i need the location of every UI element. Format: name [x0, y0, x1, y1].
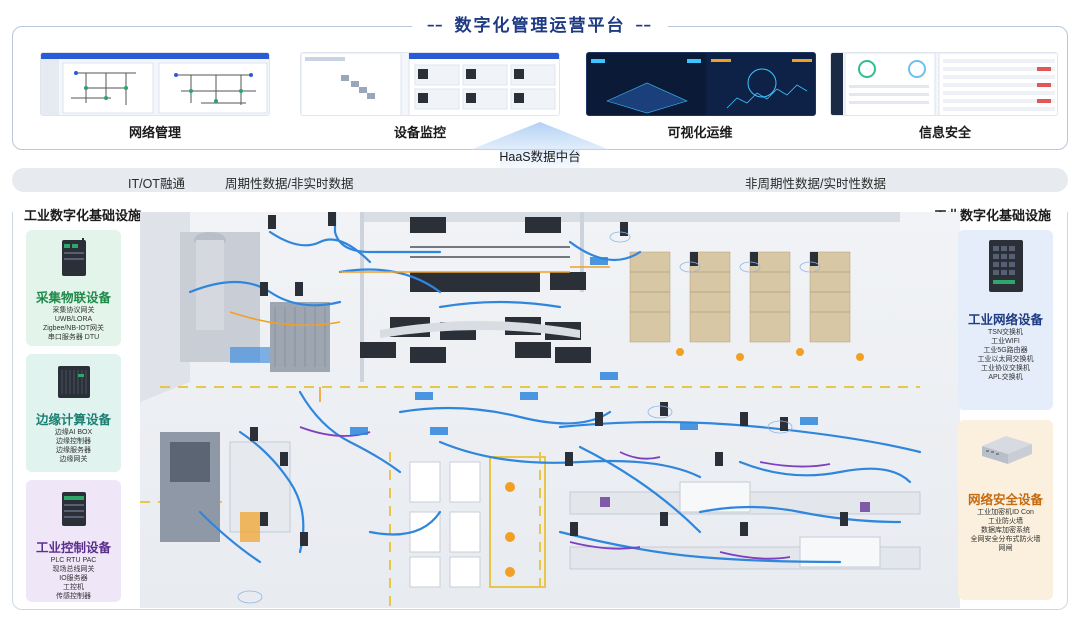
card-security-item: 数据库加密系统	[981, 527, 1030, 534]
visual-ops-dashboard-screenshot[interactable]	[586, 52, 816, 116]
right-infra-title: 工业数字化基础设施	[930, 205, 1056, 224]
security-appliance-icon	[981, 436, 1032, 464]
card-network-item: 工业协议交换机	[981, 365, 1030, 372]
network-topology-screenshot[interactable]	[40, 52, 270, 116]
network-switch-icon	[988, 240, 1023, 292]
card-security-title: 网络安全设备	[967, 493, 1043, 507]
band-it-ot: IT/OT融通	[128, 177, 185, 191]
card-network-security[interactable]: 网络安全设备 工业加密机ID Con 工业防火墙 数据库加密系统 全网安全分布式…	[958, 420, 1053, 600]
card-iot-item: UWB/LORA	[54, 316, 93, 323]
iot-gateway-icon	[61, 238, 86, 276]
wifi-signal-icons	[237, 231, 821, 604]
control-room-group	[360, 217, 591, 363]
card-network-item: 工业WIFI	[991, 338, 1020, 345]
card-security-item: 工业加密机ID Con	[977, 509, 1034, 516]
warehouse-shelves	[629, 251, 864, 361]
card-control-title: 工业控制设备	[35, 541, 111, 555]
band-periodic: 周期性数据/非实时数据	[225, 177, 354, 191]
card-edge-item: 边缘控制器	[56, 438, 91, 445]
card-network-item: 工业以太网交换机	[977, 356, 1034, 363]
card-control-item: PLC RTU PAC	[50, 557, 97, 564]
card-network-item: APL交换机	[988, 374, 1023, 381]
orange-links	[229, 266, 610, 402]
card-control-item: 现场总线网关	[52, 566, 95, 573]
data-band	[12, 168, 1068, 192]
card-iot-item: 串口服务器 DTU	[47, 334, 100, 341]
card-security-item: 全网安全分布式防火墙	[970, 536, 1041, 543]
card-edge-title: 边缘计算设备	[35, 413, 111, 427]
network-device-nodes	[250, 212, 848, 546]
infrastructure-frame	[12, 212, 1068, 610]
module-label-device: 设备监控	[393, 125, 446, 140]
visual-ops-icon	[587, 53, 815, 115]
left-production-line	[160, 432, 291, 542]
card-network-item: TSN交换机	[988, 329, 1023, 336]
device-monitor-icon	[301, 53, 559, 115]
process-machine-group	[180, 232, 330, 372]
card-network-item: 工业5G路由器	[983, 347, 1028, 354]
card-network-title: 工业网络设备	[967, 313, 1043, 327]
card-security-item: 网闸	[998, 545, 1013, 552]
device-monitor-screenshot[interactable]	[300, 52, 560, 116]
card-edge-item: 边缘AI BOX	[54, 429, 93, 436]
card-industrial-network[interactable]: 工业网络设备 TSN交换机 工业WIFI 工业5G路由器 工业以太网交换机 工业…	[958, 230, 1053, 410]
card-edge-item: 边缘服务器	[56, 447, 91, 454]
edge-box-icon	[57, 366, 90, 398]
card-edge-item: 边缘网关	[59, 456, 88, 463]
plc-controller-icon	[61, 492, 86, 526]
card-edge-computing[interactable]: 边缘计算设备 边缘AI BOX 边缘控制器 边缘服务器 边缘网关	[26, 354, 121, 472]
card-iot-item: 采集协议网关	[52, 307, 95, 314]
band-non-periodic: 非周期性数据/实时性数据	[745, 177, 886, 191]
info-security-icon	[831, 53, 1057, 115]
card-control-item: 工控机	[63, 584, 84, 591]
module-label-visual: 可视化运维	[667, 125, 733, 140]
network-topology-icon	[41, 53, 269, 115]
card-iot-title: 采集物联设备	[35, 291, 111, 305]
network-cables	[188, 212, 922, 564]
module-label-network: 网络管理	[128, 125, 181, 140]
factory-floor-illustration	[140, 212, 960, 608]
module-label-security: 信息安全	[918, 125, 971, 140]
card-control-item: IO服务器	[59, 575, 88, 582]
card-control-item: 传感控制器	[56, 593, 91, 600]
card-security-item: 工业防火墙	[988, 518, 1023, 525]
card-industrial-control[interactable]: 工业控制设备 PLC RTU PAC 现场总线网关 IO服务器 工控机 传感控制…	[26, 480, 121, 602]
card-iot-collection[interactable]: 采集物联设备 采集协议网关 UWB/LORA Zigbee/NB-IOT网关 串…	[26, 230, 121, 346]
card-iot-item: Zigbee/NB-IOT网关	[42, 325, 105, 332]
haas-up-arrow-icon	[470, 122, 610, 172]
left-infra-title: 工业数字化基础设施	[20, 205, 146, 224]
info-security-screenshot[interactable]	[830, 52, 1058, 116]
haas-label: HaaS数据中台	[499, 150, 581, 164]
